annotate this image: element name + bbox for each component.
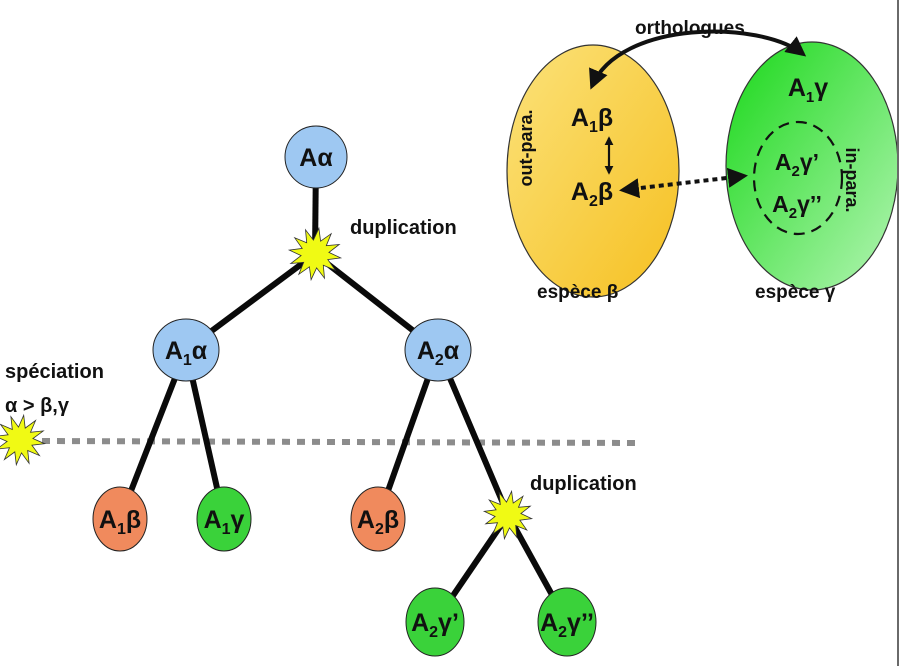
node-shape xyxy=(537,587,597,657)
node-label: A1β xyxy=(99,506,141,538)
in-para-label: in-para. xyxy=(842,147,862,212)
tree-node-a1-alpha: A1α xyxy=(152,318,220,382)
species-gamma-gene-label: A2γ’ xyxy=(775,149,819,180)
duplication-label-top: duplication xyxy=(350,217,457,239)
node-label: A2γ’ xyxy=(411,609,459,641)
tree-edges xyxy=(117,156,570,624)
tree-node-a2-gamma2: A2γ’’ xyxy=(537,587,597,657)
node-shape xyxy=(350,486,406,552)
out-para-label: out-para. xyxy=(516,109,536,186)
orthologues-label: orthologues xyxy=(635,18,745,39)
speciation-line xyxy=(41,438,637,446)
tree-node-a1-gamma: A1γ xyxy=(196,486,252,552)
species-beta-gene-label: A1β xyxy=(571,104,613,136)
node-label: Aα xyxy=(299,144,333,172)
paralog-dotted-arrow xyxy=(619,167,748,199)
tree-node-a-alpha: Aα xyxy=(284,125,348,189)
node-shape xyxy=(284,125,348,189)
event-markers xyxy=(0,226,534,541)
tree-node-a2-beta: A2β xyxy=(350,486,406,552)
node-shape xyxy=(196,486,252,552)
node-label: A2γ’’ xyxy=(540,609,594,641)
frame-border xyxy=(897,0,899,666)
species-gamma-gene-label: A1γ xyxy=(788,74,828,106)
node-label: A1α xyxy=(165,337,208,369)
node-shape xyxy=(405,587,465,657)
species-beta-label: espèce β xyxy=(537,282,618,303)
node-shape xyxy=(404,318,472,382)
orthologues-arrow xyxy=(589,29,807,90)
speciation-rule-label: α > β,γ xyxy=(5,395,70,417)
node-shape xyxy=(152,318,220,382)
node-label: A2β xyxy=(357,506,399,538)
speciation-star-icon xyxy=(0,413,47,467)
species-beta-gene-label: A2β xyxy=(571,178,613,210)
species-gamma-gene-label: A2γ’’ xyxy=(772,191,822,222)
species-gamma-label: espèce γ xyxy=(755,282,836,303)
duplication-star-icon xyxy=(482,489,534,541)
duplication-label-bottom: duplication xyxy=(530,473,637,495)
speciation-label: spéciation xyxy=(5,361,104,383)
in-paralog-group-circle xyxy=(752,120,844,236)
tree-node-a1-beta: A1β xyxy=(92,486,148,552)
node-shape xyxy=(92,486,148,552)
tree-node-a2-alpha: A2α xyxy=(404,318,472,382)
node-label: A2α xyxy=(417,337,460,369)
tree-node-a2-gamma1: A2γ’ xyxy=(405,587,465,657)
node-label: A1γ xyxy=(204,506,245,538)
duplication-star-icon xyxy=(287,226,343,282)
